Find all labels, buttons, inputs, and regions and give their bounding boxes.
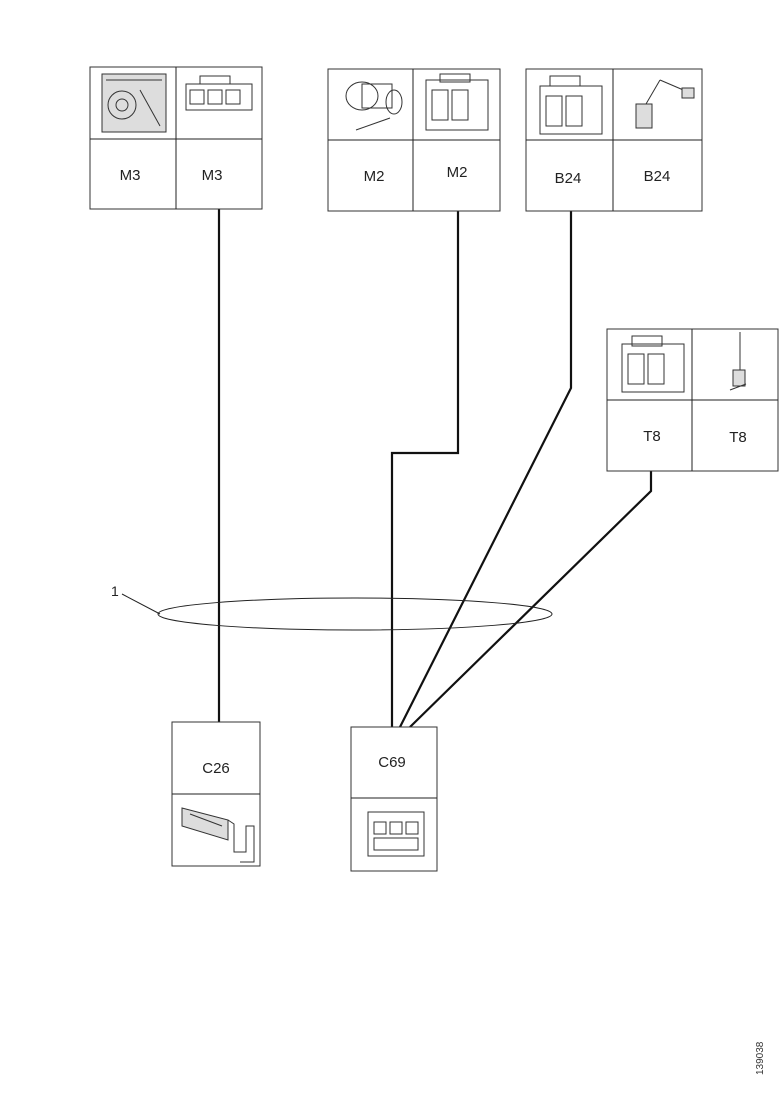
- wire-t8-to-c69: [409, 471, 653, 728]
- m3-right-label: M3: [202, 167, 223, 184]
- wire-b24-to-c69: [399, 211, 573, 728]
- motor-assembly-icon: [101, 73, 167, 133]
- b24-left-label: B24: [555, 170, 582, 187]
- m3-left-label: M3: [120, 167, 141, 184]
- sensor-probe-icon: [635, 79, 695, 129]
- connector-plug-icon: [367, 811, 425, 857]
- m2-left-label: M2: [364, 168, 385, 185]
- connector-plug-icon: [539, 75, 603, 135]
- component-t8: T8 T8: [606, 328, 779, 472]
- c26-label: C26: [202, 760, 230, 777]
- component-c26: C26: [171, 721, 261, 867]
- harness-ellipse: [157, 597, 553, 631]
- component-m2: M2 M2: [327, 68, 501, 212]
- connector-plug-icon: [185, 75, 253, 111]
- wire-m2-to-c69: [390, 211, 460, 727]
- harness-loop: 1: [111, 583, 553, 631]
- t8-left-label: T8: [643, 428, 661, 445]
- component-b24: B24 B24: [525, 68, 703, 212]
- component-c69: C69: [350, 726, 438, 872]
- m2-right-label: M2: [447, 164, 468, 181]
- component-m3: M3 M3: [89, 66, 263, 210]
- terminal-clip-icon: [181, 807, 255, 863]
- wires: [217, 209, 653, 728]
- motor-icon: [345, 81, 403, 131]
- connector-plug-icon: [425, 73, 489, 131]
- harness-callout-number: 1: [111, 583, 119, 599]
- sensor-probe-icon: [729, 332, 747, 391]
- figure-id: 139038: [755, 1041, 766, 1075]
- b24-right-label: B24: [644, 168, 671, 185]
- c69-label: C69: [378, 754, 406, 771]
- t8-right-label: T8: [729, 429, 747, 446]
- callout-leader: [121, 593, 161, 615]
- connector-plug-icon: [621, 335, 685, 393]
